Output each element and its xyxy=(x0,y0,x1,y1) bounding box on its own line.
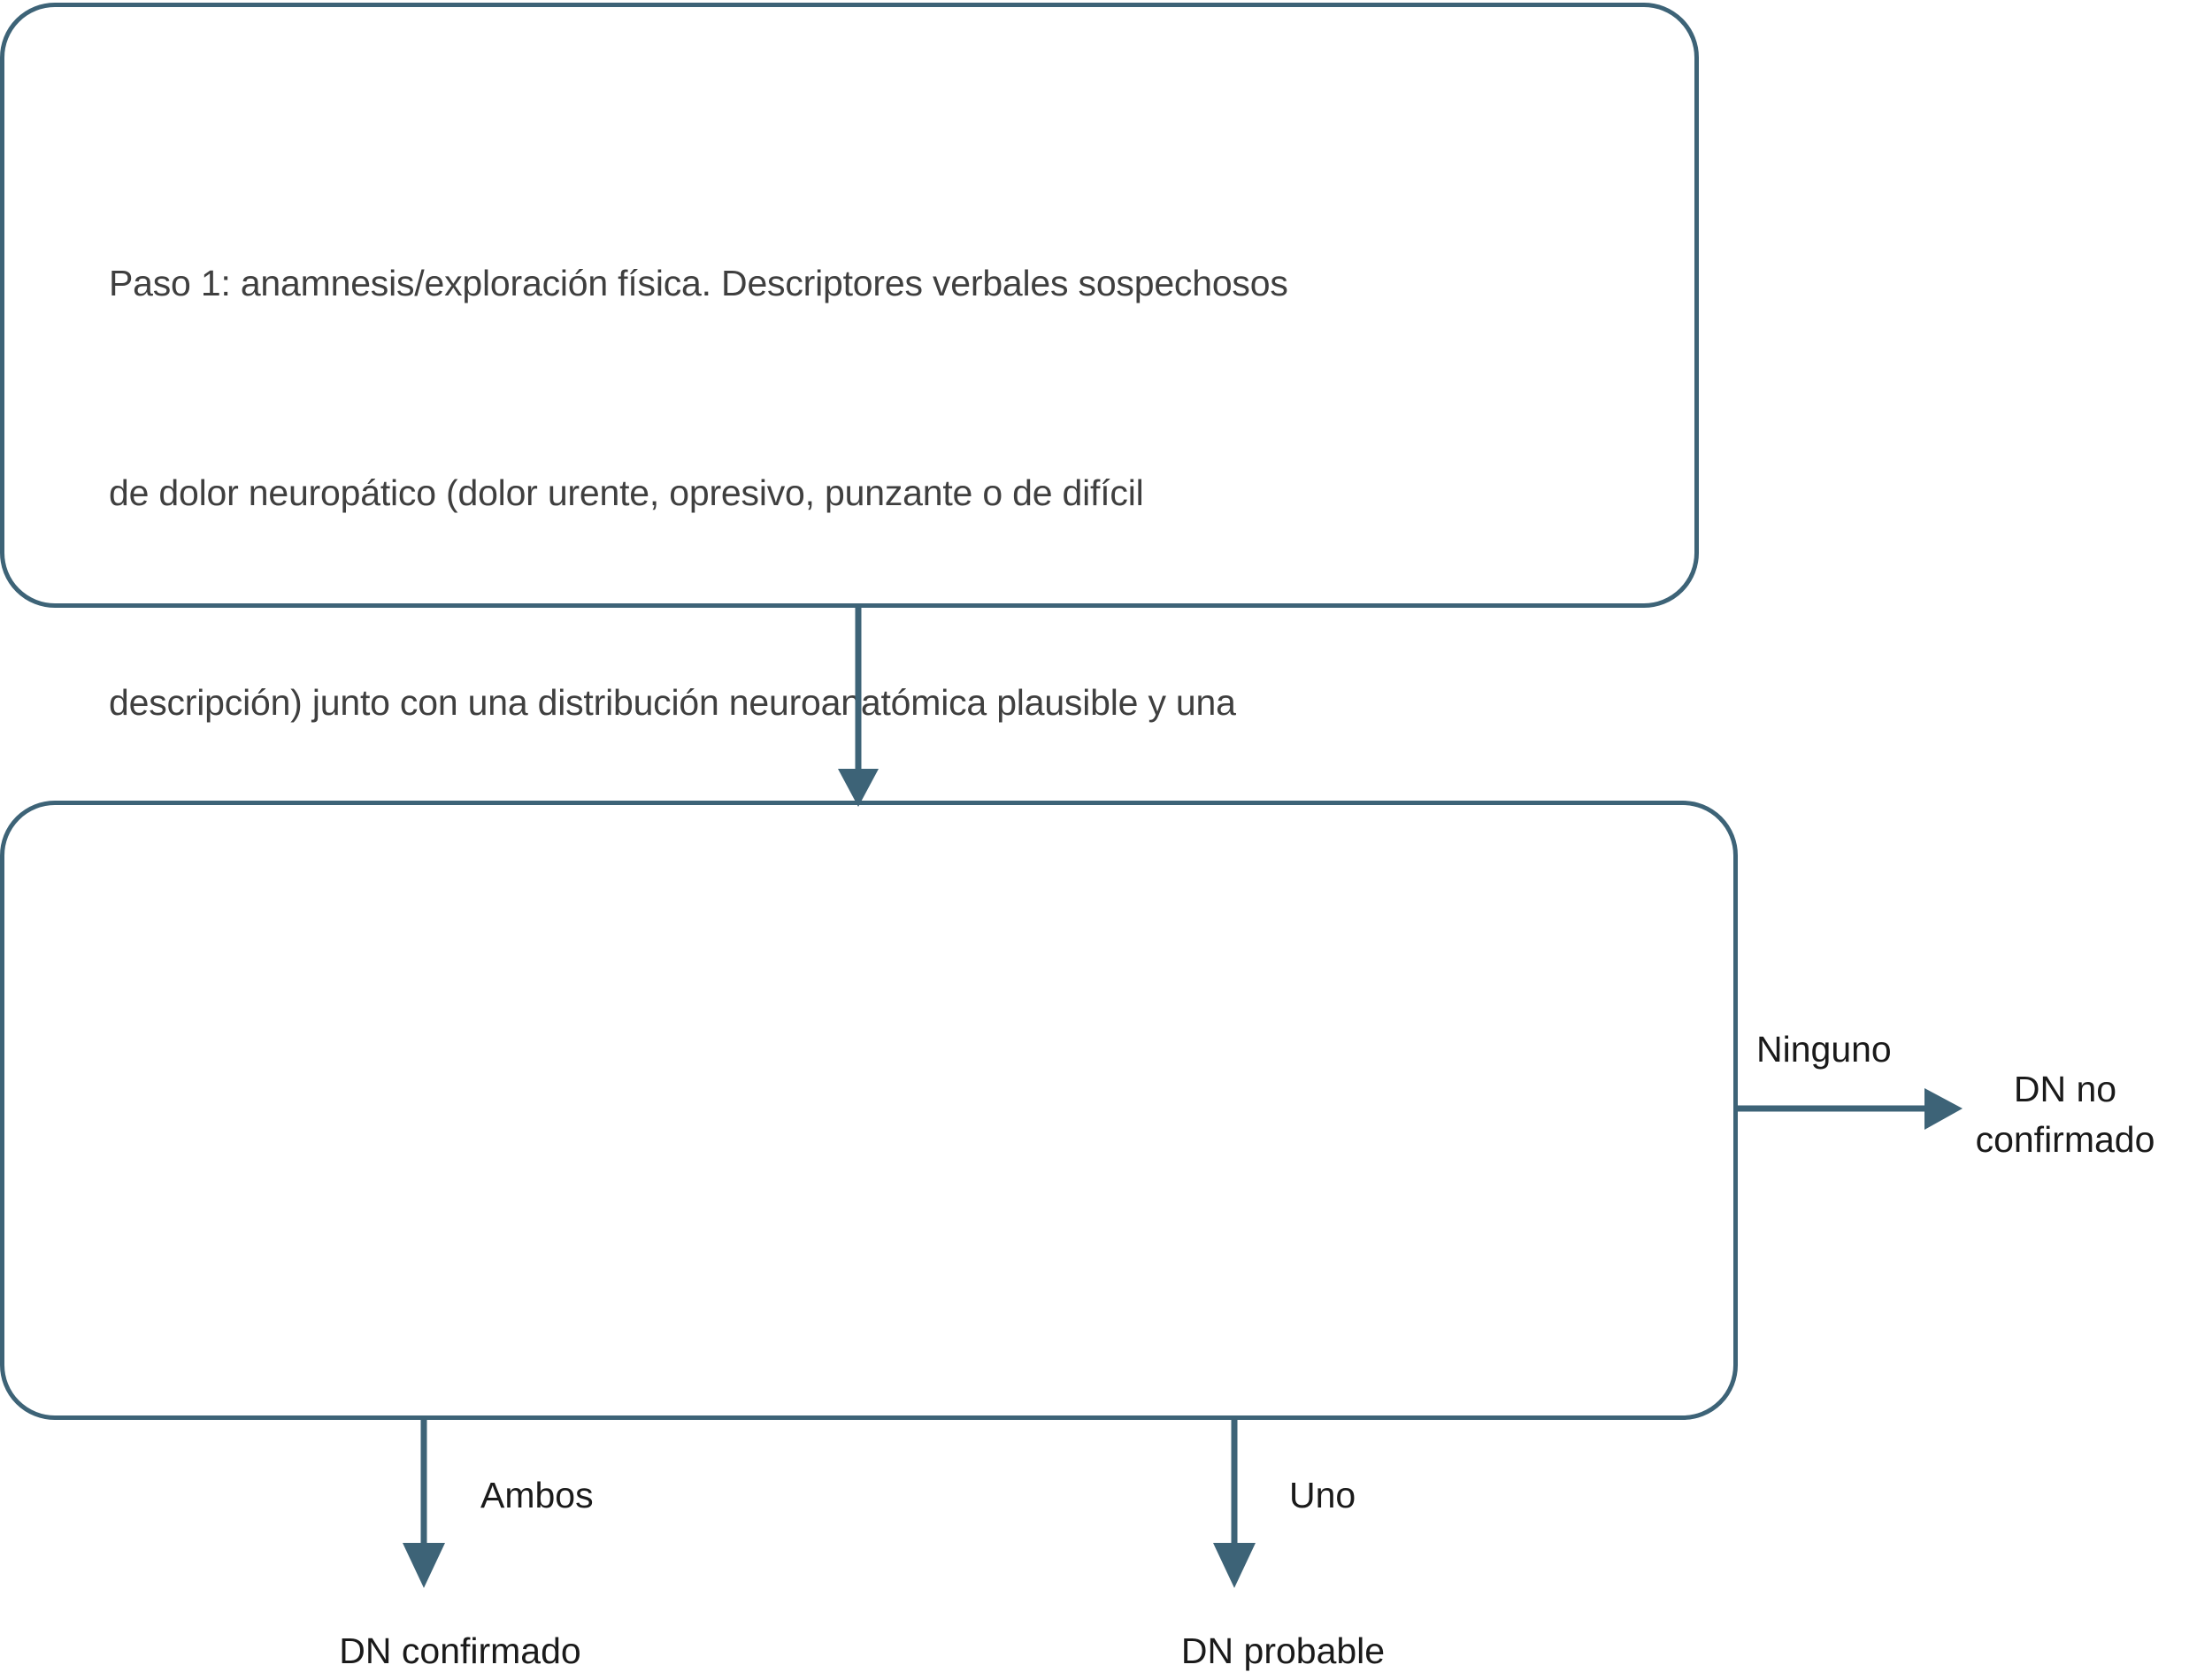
edge-label-ambos: Ambos xyxy=(480,1475,594,1515)
terminal-dn-no-confirmado: DN no confirmado xyxy=(1933,1064,2197,1165)
paso-1-line-2: de dolor neuropático (dolor urente, opre… xyxy=(109,472,1144,513)
paso-1-line-3: descripción) junto con una distribución … xyxy=(109,682,1236,723)
node-paso-2: Paso 2: test confirmatorios A: signos po… xyxy=(0,801,1738,1420)
terminal-dn-no-confirmado-line-1: DN no xyxy=(2013,1069,2117,1109)
arrow-ambos-to-dn-confirmado xyxy=(403,1420,445,1588)
node-paso-1: Paso 1: anamnesis/exploración física. De… xyxy=(0,3,1699,932)
terminal-dn-confirmado: DN confirmado xyxy=(339,1630,581,1671)
edge-label-ninguno: Ninguno xyxy=(1756,1029,1892,1070)
edge-label-uno: Uno xyxy=(1289,1475,1356,1515)
arrow-uno-to-dn-probable xyxy=(1213,1420,1256,1588)
paso-1-line-1: Paso 1: anamnesis/exploración física. De… xyxy=(109,263,1288,303)
terminal-dn-probable: DN probable xyxy=(1180,1630,1386,1671)
arrow-ninguno-to-dn-no-confirmado xyxy=(1736,1088,1963,1130)
terminal-dn-no-confirmado-line-2: confirmado xyxy=(1975,1119,2155,1160)
